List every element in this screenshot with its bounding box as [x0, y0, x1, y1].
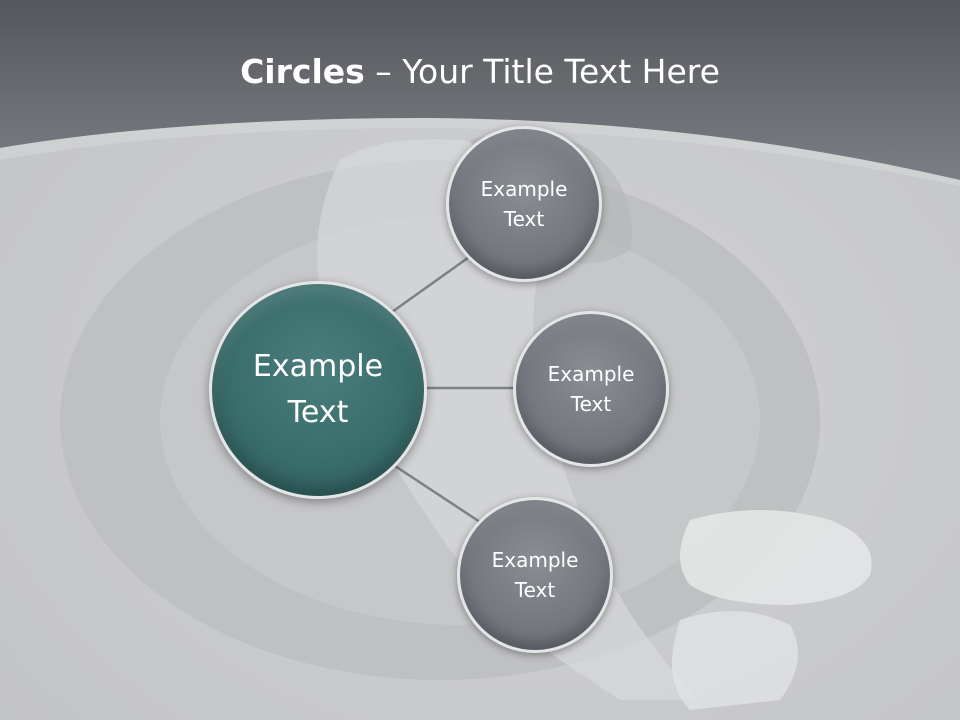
slide-title-rest: – Your Title Text Here: [364, 52, 720, 91]
satellite-node-bottom[interactable]: Example Text: [457, 497, 613, 653]
satellite-node-middle[interactable]: Example Text: [513, 311, 669, 467]
satellite-node-top-line1: Example: [480, 177, 568, 201]
header-band-highlight: [0, 118, 960, 186]
satellite-node-middle-line2: Text: [570, 392, 612, 416]
header-band: [0, 0, 960, 180]
connector-line-top: [391, 253, 473, 314]
slide-title-bold: Circles: [240, 52, 365, 91]
satellite-node-top-line2: Text: [503, 207, 545, 231]
decor-figure-chair: [317, 139, 700, 700]
center-node[interactable]: Example Text: [209, 281, 427, 499]
center-node-line1: Example: [252, 349, 384, 384]
connector-line-bottom: [391, 462, 481, 524]
decor-figure-foot: [680, 510, 872, 605]
satellite-node-bottom-line1: Example: [491, 548, 579, 572]
slide-title: Circles – Your Title Text Here: [0, 52, 960, 91]
satellite-node-top[interactable]: Example Text: [446, 126, 602, 282]
decor-figure-foot-lower: [672, 611, 798, 710]
center-node-line2: Text: [287, 395, 349, 430]
satellite-node-middle-line1: Example: [547, 362, 635, 386]
satellite-node-bottom-line2: Text: [514, 578, 556, 602]
